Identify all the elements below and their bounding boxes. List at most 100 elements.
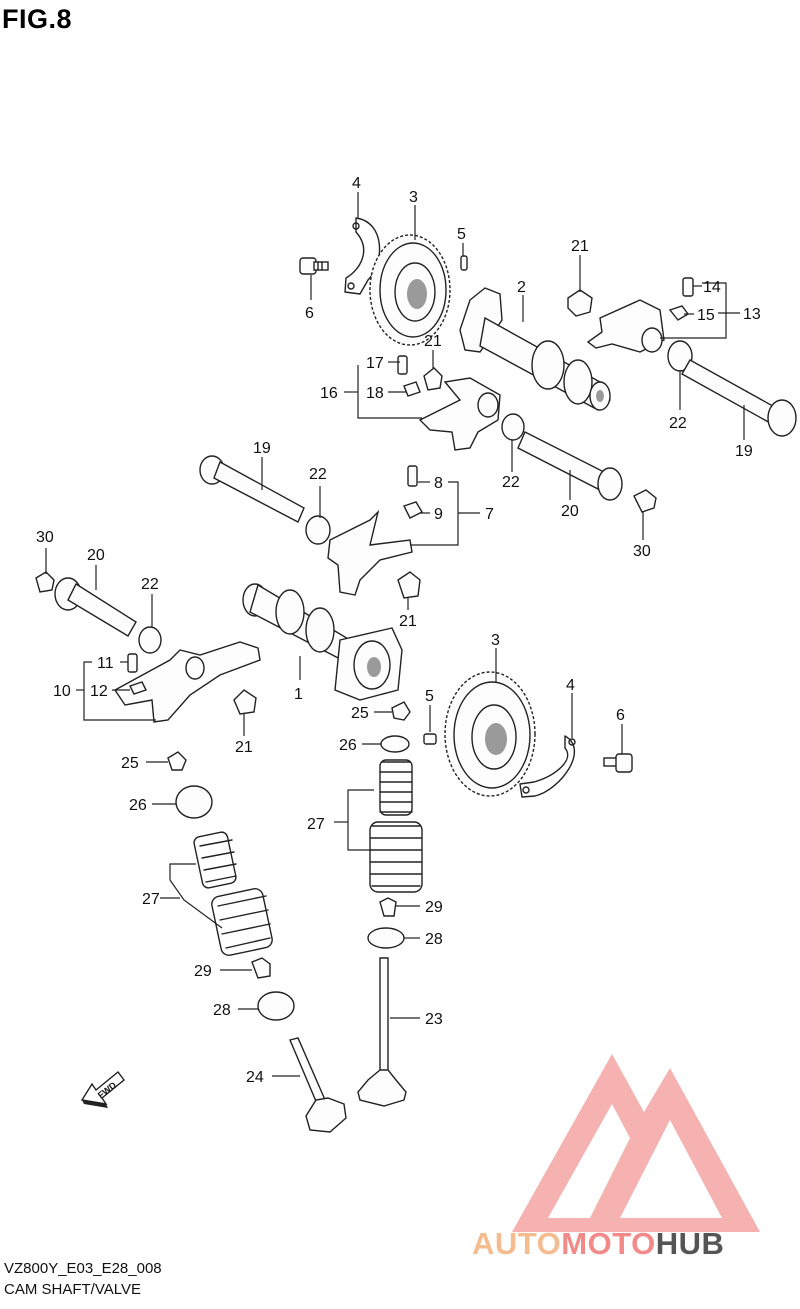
callout-10: 10 [53,683,71,700]
fwd-arrow-icon: FWD [80,1070,125,1108]
part-6-upper-bolt [299,257,329,275]
callout-29-center: 29 [425,899,443,916]
callout-29-left: 29 [194,963,212,980]
callout-3-lower: 3 [491,632,500,649]
part-25-lower-center [391,701,411,721]
callout-9: 9 [434,506,443,523]
part-4-upper-clip [344,217,381,295]
callout-28-left: 28 [213,1002,231,1019]
callout-20-left: 20 [87,547,105,564]
callout-4-lower: 4 [566,677,575,694]
part-19-left-shaft [199,455,305,523]
part-29-left-keeper [251,957,271,979]
part-22-center-washer [501,413,525,441]
callout-21-lower-left: 21 [235,739,253,756]
callout-4-upper: 4 [352,175,361,192]
callout-6-upper: 6 [305,305,314,322]
part-16-rocker-arm [397,355,501,451]
part-21-center-left [397,571,421,599]
part-24-valve [289,1037,347,1133]
watermark-text: AUTOMOTOHUB [472,1226,724,1262]
part-20-center-shaft [517,431,623,501]
callout-17: 17 [366,355,384,372]
callout-18: 18 [366,385,384,402]
part-1-camshaft [242,583,403,701]
callout-22-upper-right: 22 [669,415,687,432]
part-13-rocker-arm [586,277,694,353]
callout-11: 11 [97,655,114,672]
part-21-upper-center [423,367,443,391]
part-22-left-washer [138,626,162,654]
part-25-left [167,751,187,771]
callout-19-right: 19 [735,443,753,460]
callout-2: 2 [517,279,526,296]
callout-22-left-center: 22 [309,466,327,483]
part-30-right-cap [633,489,657,513]
part-19-right-shaft [681,359,797,437]
callout-3-upper: 3 [409,189,418,206]
callout-21-upper-center: 21 [424,333,442,350]
callout-13: 13 [743,306,761,323]
callout-14: 14 [703,279,721,296]
leader-lines [45,192,745,1077]
part-27-center-springs [369,759,423,893]
callout-30-left: 30 [36,529,54,546]
part-2-camshaft [459,287,611,411]
callout-26-left: 26 [129,797,147,814]
callout-28-center: 28 [425,931,443,948]
watermark-text-auto: AUTO [472,1226,562,1261]
callout-21-upper-right: 21 [571,238,589,255]
callout-26-center: 26 [339,737,357,754]
callout-7: 7 [485,506,494,523]
part-5-upper-pin [460,255,468,271]
part-22-left-center-washer [305,515,331,545]
figure-title: FIG.8 [2,4,73,34]
part-26-left-seat [175,785,213,819]
callout-30-right: 30 [633,543,651,560]
part-28-center-retainer [367,927,405,949]
part-27-left-springs [193,831,273,956]
watermark-logo-icon [512,1054,760,1232]
part-29-center-keeper [379,897,397,917]
callout-5-upper: 5 [457,226,466,243]
watermark-text-moto: MOTO [561,1226,656,1261]
part-21-lower-left [233,689,257,715]
part-21-upper-right [567,289,593,317]
part-4-lower-clip [519,735,576,798]
model-code: VZ800Y_E03_E28_008 [4,1260,162,1277]
callout-25-center: 25 [351,705,369,722]
part-10-rocker-arm [113,641,261,723]
callout-19-left: 19 [253,440,271,457]
callout-16: 16 [320,385,338,402]
callout-15: 15 [697,307,715,324]
callout-20-center: 20 [561,503,579,520]
part-28-left-retainer [257,991,295,1021]
callout-8: 8 [434,475,443,492]
callout-27-center: 27 [307,816,325,833]
part-6-lower-bolt [603,753,633,773]
footer: VZ800Y_E03_E28_008 CAM SHAFT/VALVE [4,1258,162,1300]
callout-24: 24 [246,1069,264,1086]
callout-21-center-left: 21 [399,613,417,630]
watermark-text-hub: HUB [655,1226,725,1261]
callout-23: 23 [425,1011,443,1028]
part-26-center-seat [380,735,410,753]
part-5-lower-pin [423,733,437,745]
callout-22-center: 22 [502,474,520,491]
part-7-rocker-arm [327,465,423,596]
callout-27-left: 27 [142,891,160,908]
part-23-valve [357,957,407,1107]
callout-25-left: 25 [121,755,139,772]
callout-1: 1 [294,686,303,703]
part-3-upper-sprocket [369,234,451,346]
part-20-left-shaft [54,577,137,637]
callout-6-lower: 6 [616,707,625,724]
callout-12: 12 [90,683,108,700]
callout-labels: 1 2 3 3 4 4 5 5 6 6 7 8 9 10 11 12 13 14… [36,175,761,1086]
part-30-left-cap [35,571,55,593]
callout-22-left: 22 [141,576,159,593]
callout-5-lower: 5 [425,688,434,705]
section-name: CAM SHAFT/VALVE [4,1281,141,1298]
part-3-lower-sprocket [444,671,536,797]
